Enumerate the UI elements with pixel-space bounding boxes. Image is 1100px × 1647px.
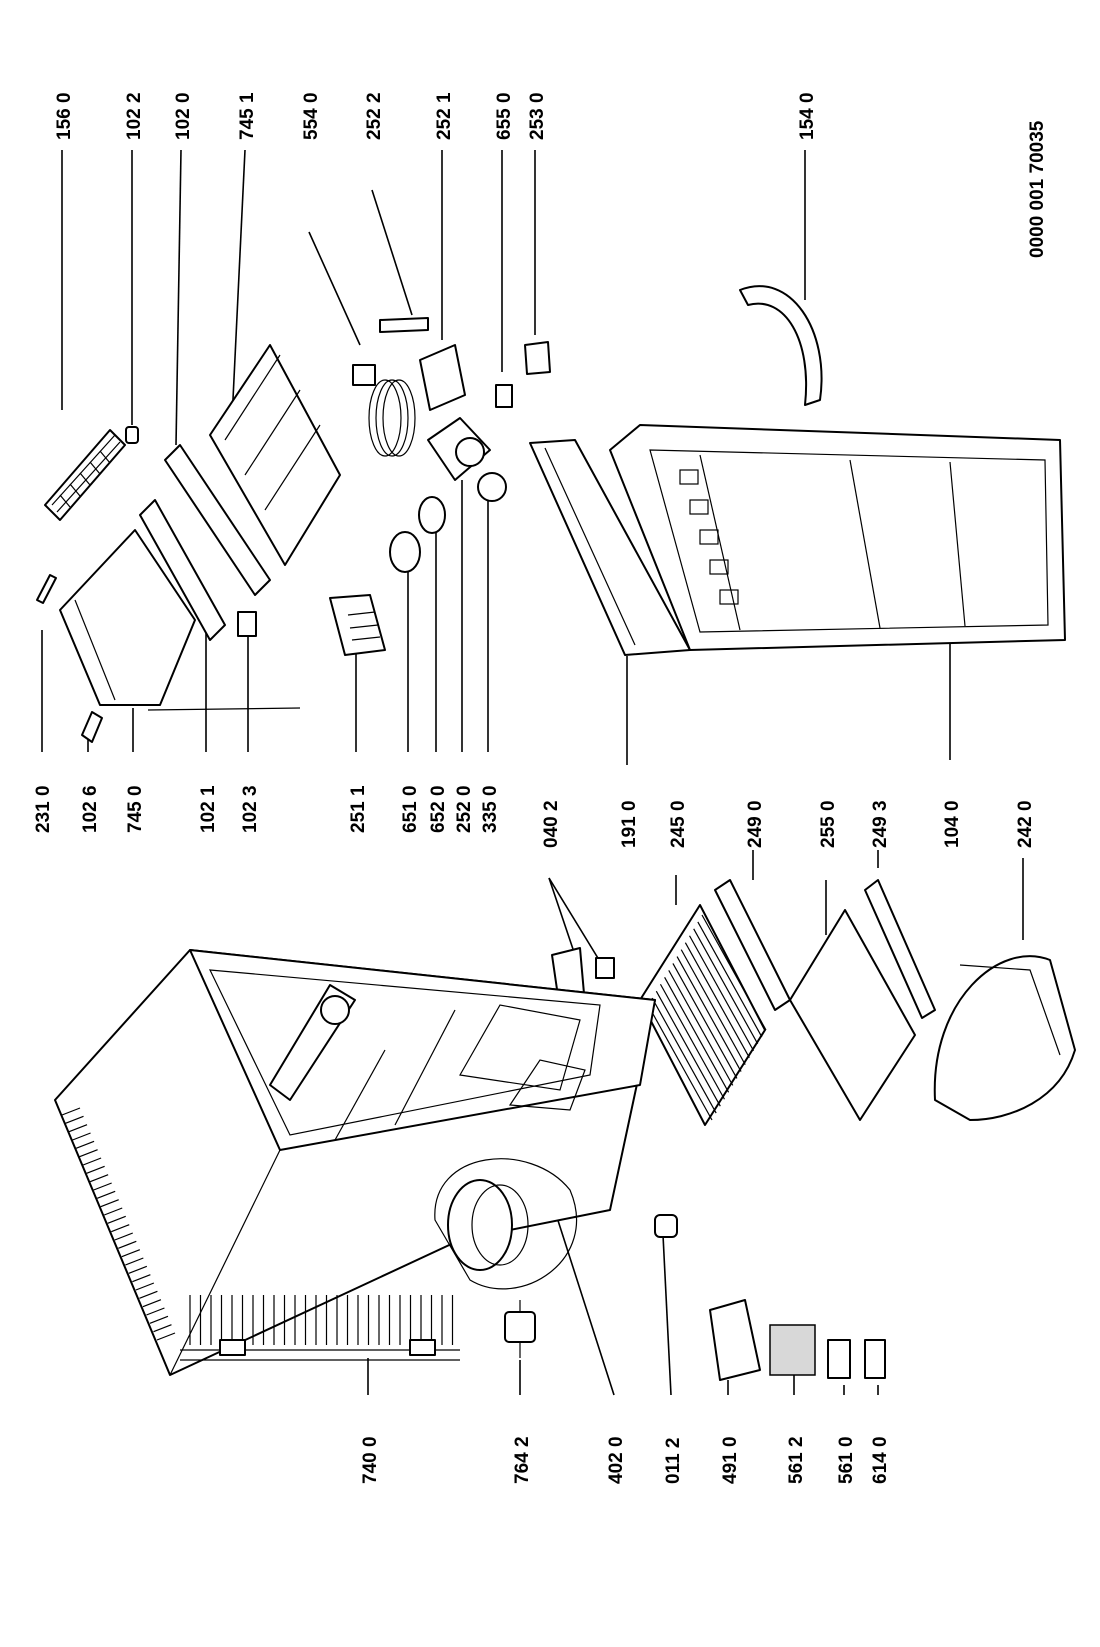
leader-lines: [41, 149, 1024, 1396]
lamp-and-knob-parts: [329, 472, 507, 656]
document-code: 0000 001 70035: [1027, 120, 1048, 258]
label-561-2: 561 2: [786, 1436, 807, 1484]
label-402-0: 402 0: [606, 1436, 627, 1484]
part-102-3: [237, 611, 257, 637]
label-102-2: 102 2: [124, 92, 145, 140]
label-255-0: 255 0: [818, 800, 839, 848]
drip-tray: [209, 344, 341, 566]
label-251-1: 251 1: [348, 785, 369, 833]
label-740-0: 740 0: [360, 1436, 381, 1484]
door-handle: [739, 285, 823, 406]
label-245-0: 245 0: [668, 800, 689, 848]
label-764-2: 764 2: [512, 1436, 533, 1484]
label-252-0: 252 0: [454, 785, 475, 833]
bar-102-1: [139, 499, 226, 641]
refrigerator-cabinet: [54, 949, 656, 1376]
bottom-labels: 740 0 764 2 402 0 011 2 491 0 561 2 561 …: [360, 1436, 891, 1484]
wire-745-0: [147, 707, 301, 711]
label-335-0: 335 0: [480, 785, 501, 833]
label-102-0: 102 0: [173, 92, 194, 140]
thermostat-assembly: [352, 317, 551, 481]
label-104-0: 104 0: [942, 800, 963, 848]
clip-102-2: [125, 426, 139, 444]
part-102-6: [81, 711, 103, 743]
label-231-0: 231 0: [33, 785, 54, 833]
label-242-0: 242 0: [1015, 800, 1036, 848]
top-labels: 156 0 102 2 102 0 745 1 554 0 252 2 252 …: [54, 92, 1048, 258]
trim-strips: [714, 879, 936, 1019]
door-assembly: [609, 424, 1066, 651]
label-252-1: 252 1: [434, 92, 455, 140]
label-249-0: 249 0: [745, 800, 766, 848]
bar-102-0: [164, 444, 271, 596]
label-191-0: 191 0: [619, 800, 640, 848]
label-011-2: 011 2: [663, 1438, 684, 1485]
wire-shelf: [639, 904, 767, 1126]
glass-shelf: [789, 909, 916, 1121]
label-554-0: 554 0: [301, 92, 322, 140]
label-614-0: 614 0: [870, 1436, 891, 1484]
crisper-drawer: [933, 955, 1076, 1121]
label-253-0: 253 0: [527, 92, 548, 140]
label-651-0: 651 0: [400, 785, 421, 833]
part-231-0: [36, 574, 57, 604]
label-745-0: 745 0: [125, 785, 146, 833]
label-156-0: 156 0: [54, 92, 75, 140]
label-102-1: 102 1: [198, 785, 219, 833]
condenser: [180, 1295, 460, 1361]
label-561-0: 561 0: [836, 1436, 857, 1484]
label-102-6: 102 6: [80, 785, 101, 833]
label-252-2: 252 2: [364, 92, 385, 140]
middle-labels: 231 0 102 6 745 0 102 1 102 3 251 1 651 …: [33, 785, 1036, 848]
label-745-1: 745 1: [237, 92, 258, 140]
label-655-0: 655 0: [494, 92, 515, 140]
label-102-3: 102 3: [240, 785, 261, 833]
label-154-0: 154 0: [797, 92, 818, 140]
label-491-0: 491 0: [720, 1436, 741, 1484]
electrical-components: [709, 1299, 886, 1381]
freezer-compartment: [59, 529, 196, 706]
ice-cube-tray: [44, 429, 126, 521]
label-040-2: 040 2: [541, 800, 562, 848]
label-652-0: 652 0: [428, 785, 449, 833]
adjustable-foot: [654, 1214, 678, 1238]
label-249-3: 249 3: [870, 800, 891, 848]
filter-drier: [504, 1300, 536, 1358]
